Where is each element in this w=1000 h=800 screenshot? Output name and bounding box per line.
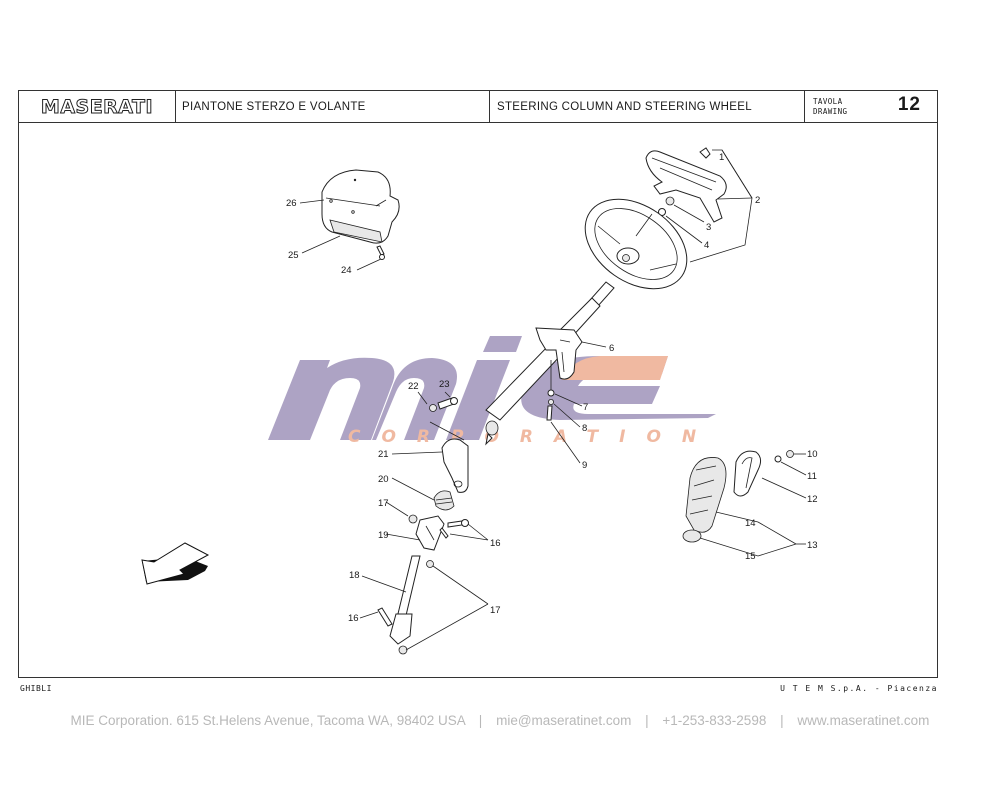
callout-3: 3 <box>706 222 711 233</box>
contact-website[interactable]: www.maseratinet.com <box>797 713 930 728</box>
callout-14: 14 <box>745 518 756 529</box>
brand-logo: MASERATI <box>19 91 176 122</box>
watermark-subtext: CORPORATION <box>348 427 717 447</box>
callout-23: 23 <box>439 379 450 390</box>
leader-lines <box>299 149 807 651</box>
callout-10: 10 <box>807 449 818 460</box>
title-block: MASERATI PIANTONE STERZO E VOLANTE STEER… <box>19 91 937 123</box>
contact-banner: MIE Corporation. 615 St.Helens Avenue, T… <box>0 713 1000 728</box>
company-address: MIE Corporation. 615 St.Helens Avenue, T… <box>70 713 466 728</box>
callout-4: 4 <box>704 240 709 251</box>
drawing-number-cell: TAVOLA DRAWING 12 <box>805 91 937 122</box>
callout-7: 7 <box>583 402 588 413</box>
callout-12: 12 <box>807 494 818 505</box>
callout-labels: 1 2 3 4 6 7 8 9 10 11 12 13 14 15 16 16 … <box>286 152 818 624</box>
drawing-sheet: MASERATI PIANTONE STERZO E VOLANTE STEER… <box>18 90 938 678</box>
callout-25: 25 <box>288 250 299 261</box>
callout-1: 1 <box>719 152 724 163</box>
callout-9: 9 <box>582 460 587 471</box>
steering-wheel <box>584 198 688 290</box>
contact-email[interactable]: mie@maseratinet.com <box>496 713 632 728</box>
callout-18: 18 <box>349 570 360 581</box>
callout-26: 26 <box>286 198 297 209</box>
model-name: GHIBLI <box>20 684 52 693</box>
callout-6: 6 <box>609 343 614 354</box>
drawing-label-it: TAVOLA <box>813 96 843 106</box>
callout-16a: 16 <box>490 538 501 549</box>
title-english: STEERING COLUMN AND STEERING WHEEL <box>490 91 805 122</box>
callout-11: 11 <box>807 471 817 482</box>
callout-8: 8 <box>582 423 587 434</box>
forward-direction-arrow-icon <box>141 542 210 585</box>
callout-21: 21 <box>378 449 389 460</box>
drawing-label-en: DRAWING <box>813 106 848 116</box>
horn-pad-assembly <box>645 147 727 223</box>
callout-24: 24 <box>341 265 352 276</box>
separator: | <box>780 713 784 728</box>
callout-17b: 17 <box>490 605 501 616</box>
contact-phone[interactable]: +1-253-833-2598 <box>662 713 767 728</box>
callout-13: 13 <box>807 540 818 551</box>
separator: | <box>645 713 649 728</box>
manufacturer: U T E M S.p.A. - Piacenza <box>780 684 938 693</box>
flexible-coupling-assembly <box>682 450 794 543</box>
callout-17a: 17 <box>378 498 389 509</box>
title-italian: PIANTONE STERZO E VOLANTE <box>176 91 490 122</box>
separator: | <box>478 713 483 728</box>
steering-column-shroud <box>321 169 400 260</box>
lower-column-parts <box>429 397 469 511</box>
brand-name: MASERATI <box>40 95 154 118</box>
callout-22: 22 <box>408 381 419 392</box>
callout-15: 15 <box>745 551 756 562</box>
callout-20: 20 <box>378 474 389 485</box>
intermediate-shaft <box>377 514 469 655</box>
callout-16b: 16 <box>348 613 359 624</box>
watermark: CORPORATION <box>268 336 717 447</box>
drawing-number: 12 <box>897 94 921 115</box>
steering-column <box>485 281 615 446</box>
callout-19: 19 <box>378 530 389 541</box>
callout-2: 2 <box>755 195 760 206</box>
